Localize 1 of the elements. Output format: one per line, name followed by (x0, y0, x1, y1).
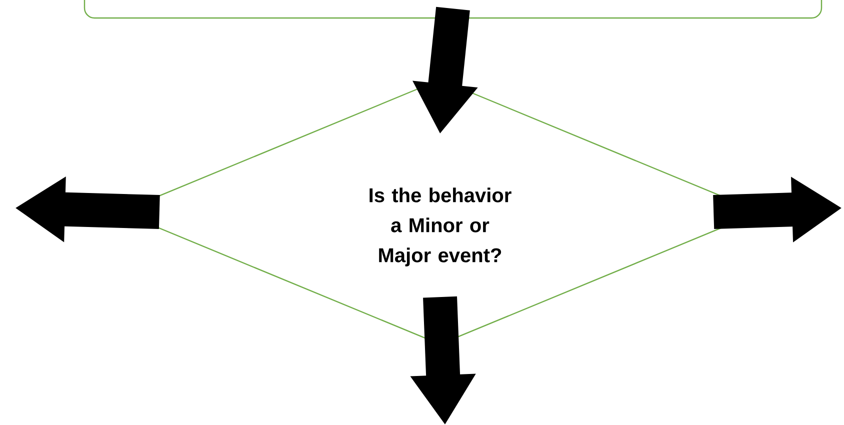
process-box (84, 0, 822, 19)
